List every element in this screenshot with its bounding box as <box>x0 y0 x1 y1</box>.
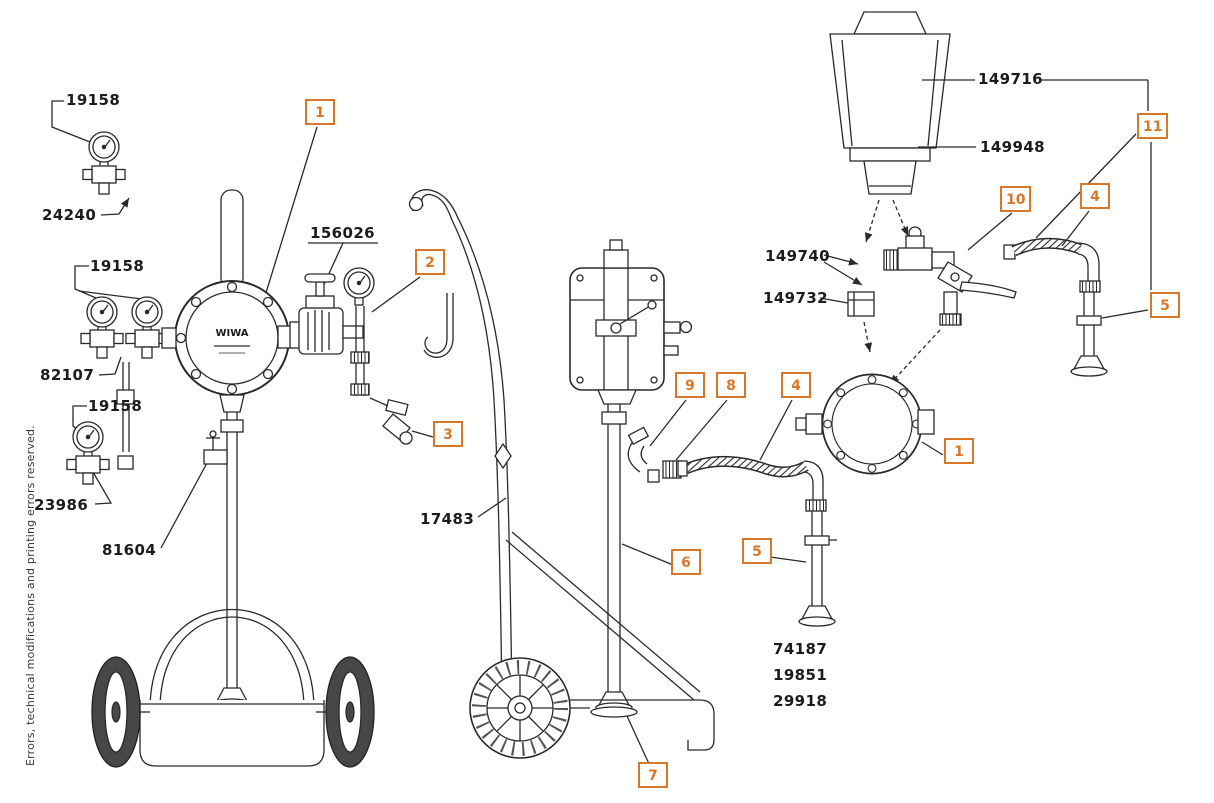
hand-truck-pump-unit <box>408 189 837 767</box>
part-number-74187: 74187 <box>773 640 828 658</box>
part-number-19158-a: 19158 <box>66 91 121 109</box>
pump-flange-left <box>161 189 293 413</box>
drain-valve <box>203 430 228 465</box>
material-hopper <box>829 11 951 195</box>
callout-5-right: 5 <box>1150 292 1180 318</box>
part-number-149740: 149740 <box>765 247 831 265</box>
callout-7: 7 <box>638 762 668 788</box>
suction-tube-mid <box>798 511 837 627</box>
air-hose-assembly-mid <box>627 426 827 512</box>
callout-1-right: 1 <box>944 438 974 464</box>
air-gauge-cluster-bottom <box>66 421 110 485</box>
ball-valve-assembly <box>883 226 1017 326</box>
part-number-149732: 149732 <box>763 289 829 307</box>
callout-3: 3 <box>433 421 463 447</box>
air-gauge-cluster-middle <box>80 296 169 470</box>
legal-disclaimer: Errors, technical modifications and prin… <box>24 425 37 766</box>
callout-1-left: 1 <box>305 99 335 125</box>
callout-2: 2 <box>415 249 445 275</box>
wall-hook <box>424 293 448 354</box>
callout-4-mid: 4 <box>781 372 811 398</box>
part-number-24240: 24240 <box>42 206 97 224</box>
callout-9: 9 <box>675 372 705 398</box>
part-number-23986: 23986 <box>34 496 89 514</box>
part-number-17483: 17483 <box>420 510 475 528</box>
part-number-156026: 156026 <box>310 224 376 242</box>
part-number-82107: 82107 <box>40 366 95 384</box>
suction-tube-left <box>203 412 251 709</box>
part-number-19158-b: 19158 <box>90 257 145 275</box>
callout-11: 11 <box>1137 113 1169 139</box>
hopper-adapter-fitting <box>847 291 875 317</box>
part-number-81604: 81604 <box>102 541 157 559</box>
stand-wheel-right <box>316 656 375 768</box>
part-number-19158-c: 19158 <box>88 397 143 415</box>
stand-wheel-left <box>91 656 150 768</box>
pressure-regulator <box>289 267 375 396</box>
air-hose-assembly-right <box>1003 237 1101 293</box>
callout-4-right: 4 <box>1080 183 1110 209</box>
truck-frame <box>505 531 715 751</box>
pump-brand-mark: WIWA <box>215 328 248 339</box>
callout-5-mid: 5 <box>742 538 772 564</box>
suction-tube-right <box>1070 292 1108 377</box>
elbow-fitting-left <box>369 397 413 445</box>
part-number-19851: 19851 <box>773 666 828 684</box>
valve-lever <box>959 281 1017 299</box>
exploded-feed-assembly <box>795 11 1152 475</box>
truck-wheel <box>469 657 571 759</box>
part-number-29918: 29918 <box>773 692 828 710</box>
pump-air-motor <box>569 239 693 391</box>
part-number-149716: 149716 <box>978 70 1044 88</box>
pump-flange-right <box>795 373 935 475</box>
left-pump-cart-unit <box>51 100 434 768</box>
callout-8: 8 <box>716 372 746 398</box>
callout-10: 10 <box>1000 186 1032 212</box>
part-number-149948: 149948 <box>980 138 1046 156</box>
handle-grip <box>408 196 424 212</box>
pump-lower-tube <box>590 389 638 718</box>
callout-6: 6 <box>671 549 701 575</box>
stand-frame <box>91 609 375 768</box>
